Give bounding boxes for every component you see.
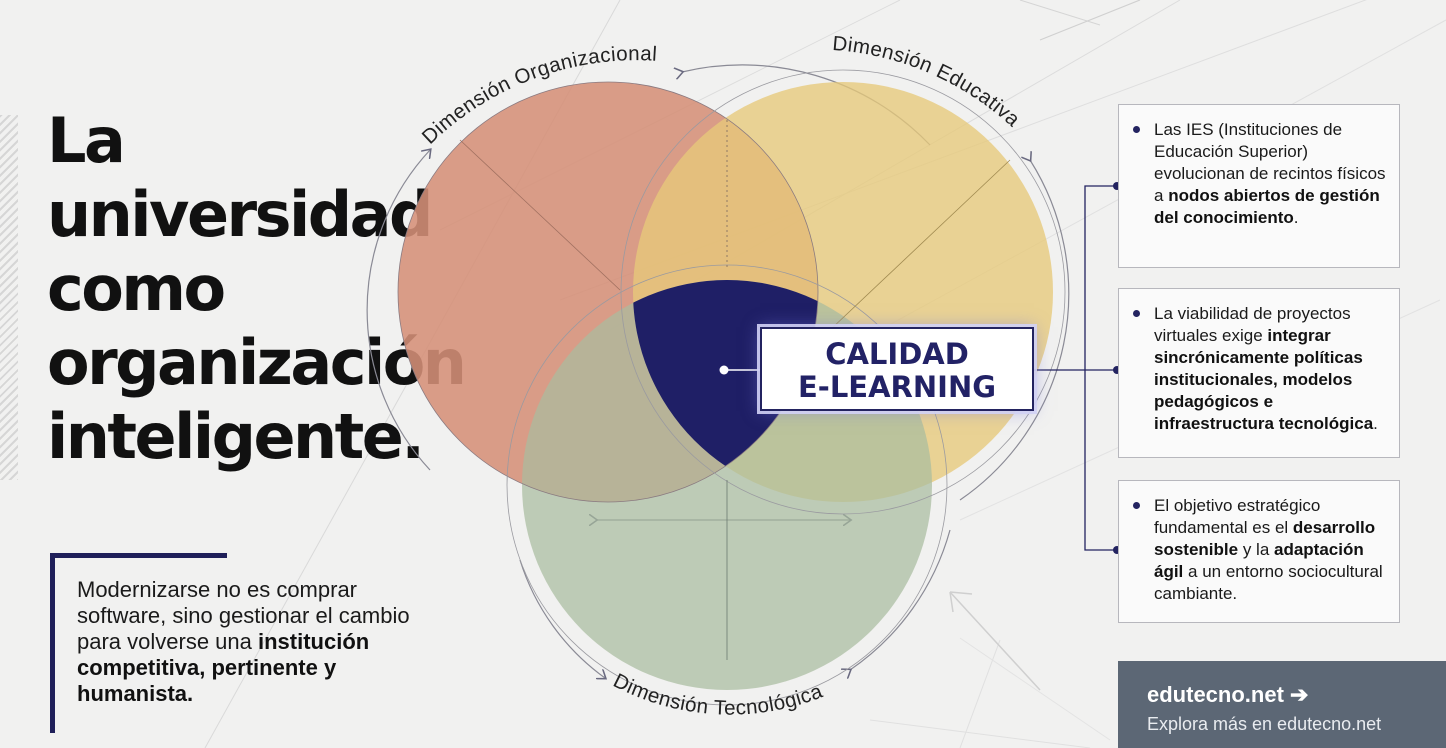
bullet-icon	[1133, 502, 1140, 509]
card-plain: El objetivo estratégico fundamental es e…	[1154, 496, 1321, 537]
info-card-3: El objetivo estratégico fundamental es e…	[1118, 480, 1400, 623]
page-title: La universidad como organización intelig…	[47, 104, 487, 474]
card-plain: La viabilidad de proyectos virtuales exi…	[1154, 304, 1351, 345]
footer-brand-text[interactable]: edutecno.net	[1147, 682, 1284, 707]
center-intersection	[633, 280, 818, 502]
title-line: como	[47, 252, 226, 325]
bullet-icon	[1133, 126, 1140, 133]
title-line: universidad	[47, 178, 433, 251]
card-text: El objetivo estratégico fundamental es e…	[1154, 495, 1394, 605]
title-line: organización	[47, 326, 467, 399]
quote-text: Modernizarse no es comprar software, sin…	[77, 577, 417, 707]
center-label-line2: E-LEARNING	[797, 370, 997, 404]
footer-link-box[interactable]: edutecno.net ➔ Explora más en edutecno.n…	[1118, 661, 1446, 748]
card-plain: .	[1293, 208, 1299, 227]
info-card-1: Las IES (Instituciones de Educación Supe…	[1118, 104, 1400, 268]
card-text: La viabilidad de proyectos virtuales exi…	[1154, 303, 1394, 435]
card-bold: nodos abiertos de gestión del conocimien…	[1154, 186, 1380, 227]
card-plain: a un entorno sociocultural cambiante.	[1154, 562, 1383, 603]
footer-brand[interactable]: edutecno.net ➔	[1147, 682, 1308, 708]
card-plain: y la	[1238, 540, 1274, 559]
card-bold: integrar sincrónicamente políticas insti…	[1154, 326, 1374, 433]
bullet-icon	[1133, 310, 1140, 317]
card-bold: desarrollo sostenible	[1154, 518, 1376, 559]
card-bold: adaptación ágil	[1154, 540, 1364, 581]
center-label-box: CALIDAD E-LEARNING	[760, 327, 1034, 411]
card-plain: .	[1373, 414, 1378, 433]
quote-plain: Modernizarse no es comprar software, sin…	[77, 577, 410, 654]
arrow-right-icon: ➔	[1290, 682, 1309, 707]
footer-subtext: Explora más en edutecno.net	[1147, 714, 1382, 734]
center-label-line1: CALIDAD	[825, 337, 969, 371]
card-plain: Las IES (Instituciones de Educación Supe…	[1154, 120, 1386, 205]
quote-bold: institución competitiva, pertinente y hu…	[77, 629, 370, 706]
hatch-decoration	[0, 115, 18, 480]
title-line: inteligente.	[47, 400, 425, 473]
card-text: Las IES (Instituciones de Educación Supe…	[1154, 119, 1394, 229]
title-line: La	[47, 104, 126, 177]
quote-box: Modernizarse no es comprar software, sin…	[50, 553, 415, 733]
info-card-2: La viabilidad de proyectos virtuales exi…	[1118, 288, 1400, 458]
